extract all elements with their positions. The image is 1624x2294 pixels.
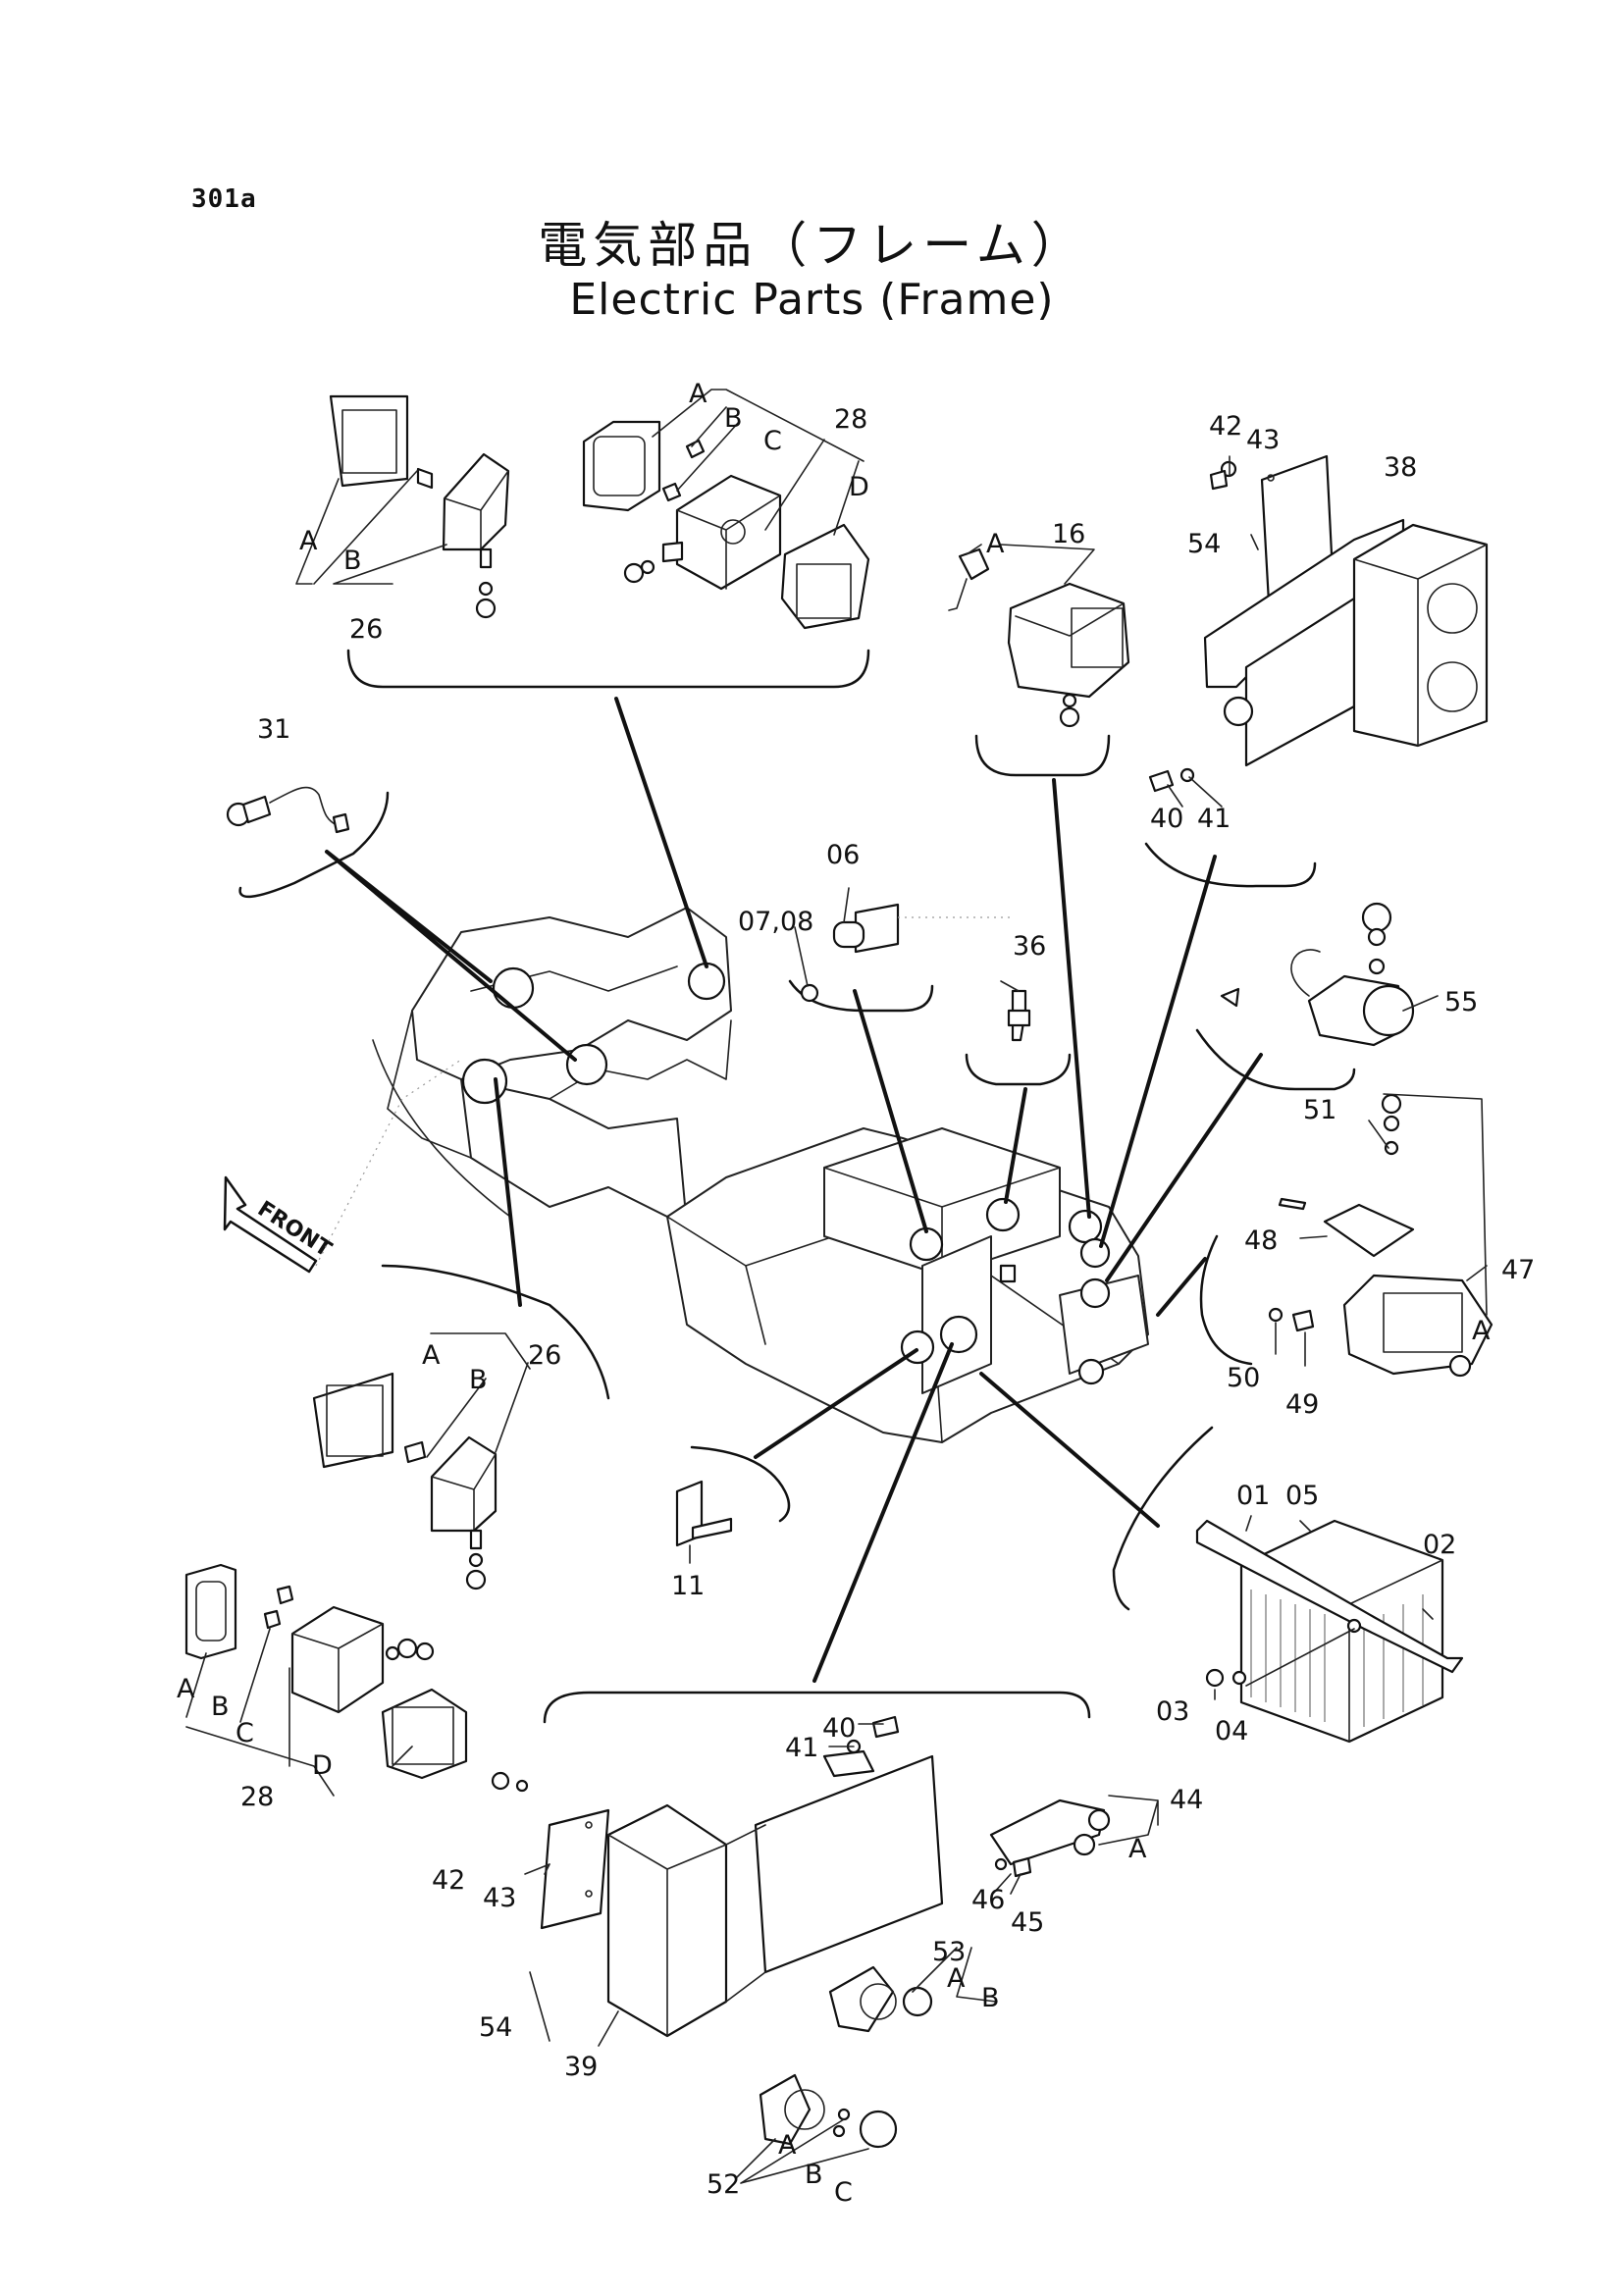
callout-02: 02 (1423, 1530, 1456, 1560)
part-26-lamp-top (329, 394, 510, 619)
part-38-rear-box (1148, 454, 1489, 793)
callout-labels: A B 26 A B C 28 D A 16 42 43 38 54 40 41… (177, 379, 1535, 2208)
callout-A-3: A (986, 529, 1005, 559)
callout-B-5: B (469, 1365, 488, 1395)
callout-A-5: A (422, 1340, 441, 1371)
callout-06: 06 (826, 840, 860, 870)
part-36-switch (1007, 989, 1031, 1042)
callout-B-1: B (343, 546, 362, 576)
callout-04: 04 (1215, 1716, 1248, 1747)
part-39-box-assembly (491, 1715, 1111, 2149)
callout-36: 36 (1013, 931, 1046, 962)
callout-A-4: A (1472, 1316, 1491, 1346)
part-05-battery (1195, 1519, 1464, 1744)
callout-45: 45 (1011, 1907, 1044, 1938)
callout-07-08: 07,08 (738, 907, 813, 937)
callout-54-1: 54 (1187, 529, 1221, 559)
callout-28-2: 28 (240, 1782, 274, 1812)
callout-53: 53 (932, 1937, 966, 1967)
callout-48: 48 (1244, 1225, 1278, 1256)
title-english: Electric Parts (Frame) (569, 275, 1055, 325)
callout-31: 31 (257, 714, 290, 745)
callout-lines (185, 389, 1488, 2184)
group-brackets (238, 649, 1356, 1724)
part-11-connector (675, 1480, 733, 1547)
callout-A-2: A (689, 379, 707, 409)
callout-C-6: C (236, 1718, 254, 1748)
callout-A-6: A (177, 1674, 195, 1704)
front-arrow: FRONT (223, 1059, 462, 1274)
part-16-work-lamp (948, 547, 1130, 728)
callout-28-1: 28 (834, 404, 867, 435)
callout-49: 49 (1285, 1389, 1319, 1420)
callout-41-2: 41 (785, 1733, 818, 1763)
callout-B-9: B (805, 2160, 823, 2190)
callout-43-1: 43 (1246, 425, 1280, 455)
callout-A-8: A (947, 1963, 966, 1994)
callout-C-2: C (763, 426, 782, 456)
page-code: 301a (191, 184, 257, 214)
callout-47: 47 (1501, 1255, 1535, 1285)
callout-A-9: A (778, 2130, 797, 2161)
part-55-buzzer (1220, 902, 1415, 1047)
part-06-relay (800, 903, 1011, 1003)
callout-16: 16 (1052, 519, 1085, 549)
callout-03: 03 (1156, 1696, 1189, 1727)
part-47-side-lamp (1268, 1093, 1493, 1378)
callout-55: 55 (1444, 987, 1478, 1017)
leader-lines (325, 697, 1263, 1683)
callout-39: 39 (564, 2052, 598, 2082)
callout-05: 05 (1285, 1481, 1319, 1511)
callout-C-9: C (834, 2177, 853, 2208)
callout-52: 52 (707, 2169, 740, 2200)
callout-D-2: D (849, 472, 869, 502)
callout-38: 38 (1384, 452, 1417, 483)
callout-42-1: 42 (1209, 411, 1242, 442)
callout-A-7: A (1128, 1834, 1147, 1864)
callout-D-6: D (312, 1750, 333, 1781)
callout-40-2: 40 (822, 1713, 856, 1744)
callout-40-1: 40 (1150, 804, 1183, 834)
callout-44: 44 (1170, 1785, 1203, 1815)
callout-A-1: A (299, 526, 318, 556)
callout-B-8: B (981, 1983, 1000, 2013)
callout-B-6: B (211, 1692, 230, 1722)
part-31-sensor (226, 786, 350, 834)
part-26-lamp-lower (312, 1372, 498, 1590)
machine-frame (372, 907, 1149, 1443)
callout-11: 11 (671, 1571, 705, 1601)
callout-54-2: 54 (479, 2012, 512, 2043)
callout-42-2: 42 (432, 1865, 465, 1896)
callout-43-2: 43 (483, 1883, 516, 1913)
part-28-lamp-lower (184, 1563, 468, 1780)
callout-26-2: 26 (528, 1340, 561, 1371)
title-japanese: 電気部品（フレーム） (538, 217, 1086, 274)
part-28-lamp-top (582, 420, 870, 630)
callout-B-2: B (724, 403, 743, 434)
callout-01: 01 (1236, 1481, 1270, 1511)
callout-50: 50 (1227, 1363, 1260, 1393)
callout-41-1: 41 (1197, 804, 1231, 834)
callout-26-1: 26 (349, 614, 383, 645)
callout-46: 46 (971, 1885, 1005, 1915)
callout-51: 51 (1303, 1095, 1336, 1125)
